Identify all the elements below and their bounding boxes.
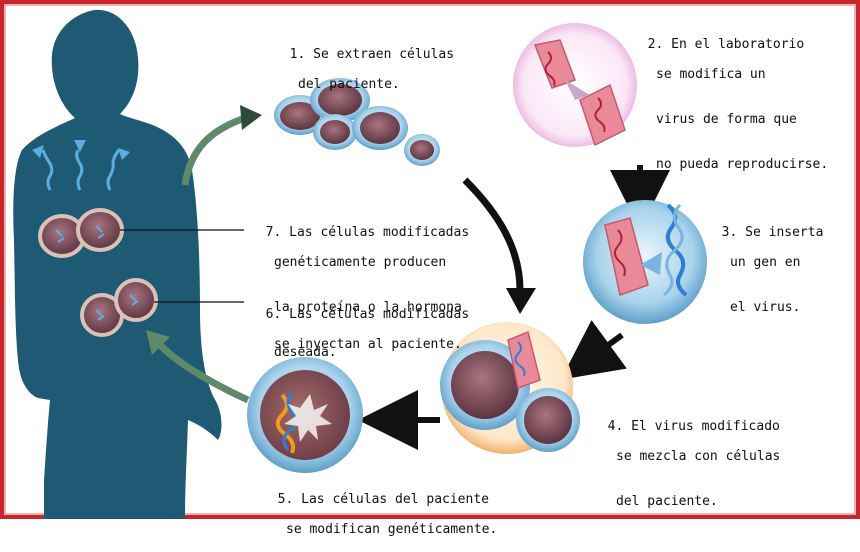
step-number: 3. — [721, 225, 738, 240]
step-line: Las células modificadas — [289, 307, 470, 322]
step-line: del paciente. — [298, 77, 400, 92]
step-1-text: 1. Se extraen células del paciente. — [274, 32, 454, 107]
step-line: se mezcla con células — [616, 449, 781, 464]
step-7-text: 7. Las células modificadas genéticamente… — [250, 210, 470, 375]
step-number: 7. — [265, 225, 282, 240]
step-number: 2. — [647, 37, 664, 52]
step-line: del paciente. — [616, 494, 718, 509]
step-line: En el laboratorio — [671, 37, 805, 52]
gene-insertion-circle — [583, 200, 707, 324]
extracted-cells — [274, 78, 440, 166]
patient-silhouette — [13, 9, 222, 519]
step-line: se inyectan al paciente. — [274, 337, 462, 352]
step-line: se modifica un — [656, 67, 766, 82]
modified-cell — [247, 357, 363, 473]
hormone-signals — [32, 140, 130, 191]
arrow-extract — [181, 114, 247, 186]
step-line: El virus modificado — [631, 419, 780, 434]
step-line: Las células del paciente — [301, 492, 489, 507]
virus-modification-circle — [513, 23, 637, 147]
step-3-text: 3. Se inserta un gen en el virus. — [706, 210, 824, 330]
virus-mixing-circle — [440, 322, 580, 454]
step-line: se modifican genéticamente. — [286, 522, 498, 537]
body-cells-step6 — [80, 278, 158, 337]
step-line: Se inserta — [745, 225, 824, 240]
step-5-text: 5. Las células del paciente se modifican… — [262, 477, 498, 552]
step-number: 1. — [289, 47, 306, 62]
step-number: 5. — [277, 492, 294, 507]
step-2-text: 2. En el laboratorio se modifica un viru… — [632, 22, 829, 187]
gene-therapy-illustration — [13, 9, 707, 519]
step-line: un gen en — [730, 255, 801, 270]
step-line: Se extraen células — [313, 47, 455, 62]
arrow-1-to-4 — [462, 177, 524, 291]
step-number: 4. — [607, 419, 624, 434]
step-6-text: 6. Las células modificadas se inyectan a… — [250, 292, 470, 367]
step-line: deseada. — [274, 345, 337, 360]
step-line: la proteína o la hormona — [274, 300, 462, 315]
step-line: virus de forma que — [656, 112, 797, 127]
step-line: genéticamente producen — [274, 255, 447, 270]
step-line: Las células modificadas — [289, 225, 470, 240]
body-cells-step7 — [38, 208, 124, 258]
step-line: el virus. — [730, 300, 801, 315]
step-line: no pueda reproducirse. — [656, 157, 829, 172]
step-number: 6. — [265, 307, 282, 322]
step-4-text: 4. El virus modificado se mezcla con cél… — [592, 404, 781, 524]
arrow-inject — [157, 342, 250, 404]
arrow-3-to-4 — [560, 320, 627, 380]
